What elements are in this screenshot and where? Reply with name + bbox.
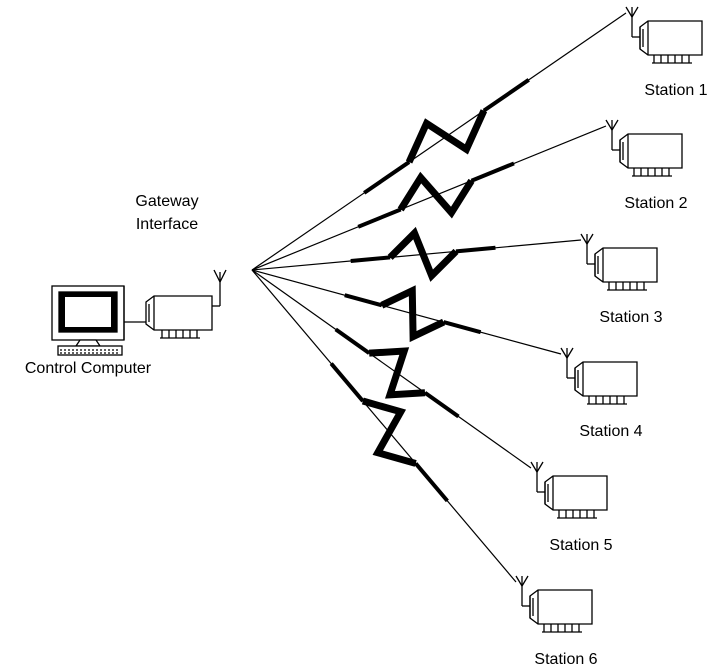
gateway-label-line1: Gateway (135, 193, 198, 210)
station-3-label: Station 3 (599, 309, 662, 326)
radio-link-6 (251, 269, 517, 583)
gateway-interface-device (145, 269, 227, 339)
radio-links (251, 12, 627, 583)
station-5-label: Station 5 (549, 537, 612, 554)
station-4-device (560, 347, 638, 405)
station-1-label: Station 1 (644, 82, 707, 99)
station-5-device (530, 461, 608, 519)
station-4-label: Station 4 (579, 423, 642, 440)
radio-link-1 (251, 12, 627, 271)
gateway-antenna-icon (212, 269, 227, 307)
gateway-device-body (145, 295, 213, 339)
station-6-label: Station 6 (534, 651, 597, 668)
radio-link-5 (251, 269, 532, 469)
station-2-device (605, 119, 683, 177)
stations: Station 1 Station 2 Station 3 Station 4 Stat… (515, 6, 708, 668)
radio-link-4 (251, 269, 562, 355)
control-computer-label: Control Computer (25, 360, 152, 377)
station-6-device (515, 575, 593, 633)
station-1-device (625, 6, 703, 64)
radio-link-3 (251, 226, 582, 282)
control-computer-icon (51, 285, 146, 356)
radio-link-2 (251, 125, 607, 271)
station-3-device (580, 233, 658, 291)
station-2-label: Station 2 (624, 195, 687, 212)
gateway-label-line2: Interface (136, 216, 198, 233)
